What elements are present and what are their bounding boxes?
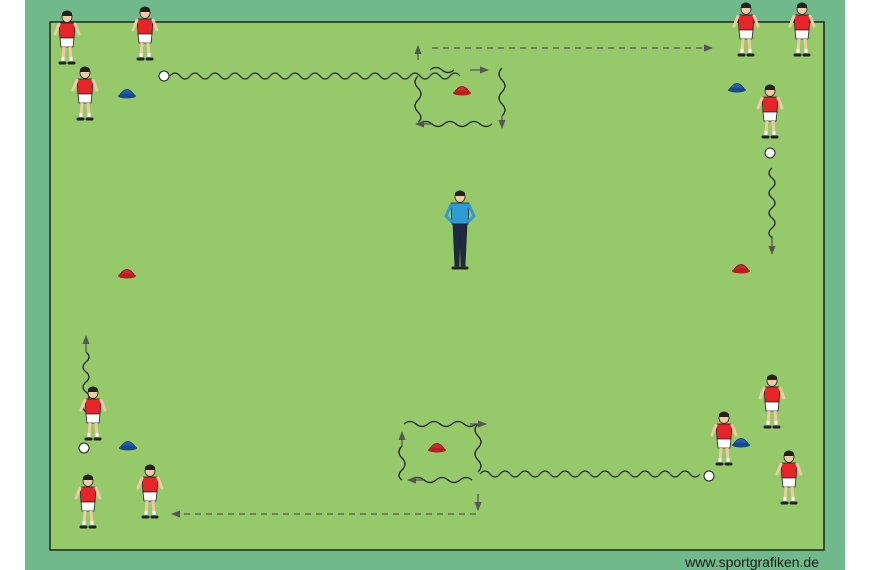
dribble-arrows: [82, 45, 776, 511]
drill-board: www.sportgrafiken.de: [25, 0, 845, 570]
ball-bottom-right: [703, 470, 715, 482]
ball-right: [764, 147, 776, 159]
dribble-path-top-square: [414, 66, 506, 128]
credit-text: www.sportgrafiken.de: [685, 554, 819, 570]
coach: [444, 190, 476, 270]
dribble-path-right: [768, 167, 776, 239]
dribble-paths: [82, 66, 776, 484]
dribble-path-top: [169, 72, 461, 80]
ball-top-left: [158, 70, 170, 82]
ball-left: [78, 442, 90, 454]
dashed-runs: [171, 44, 713, 518]
dribble-path-bottom-square: [398, 420, 482, 484]
dribble-path-bottom: [479, 470, 701, 478]
pitch-diagram: [49, 1, 825, 551]
pitch: [49, 21, 825, 551]
